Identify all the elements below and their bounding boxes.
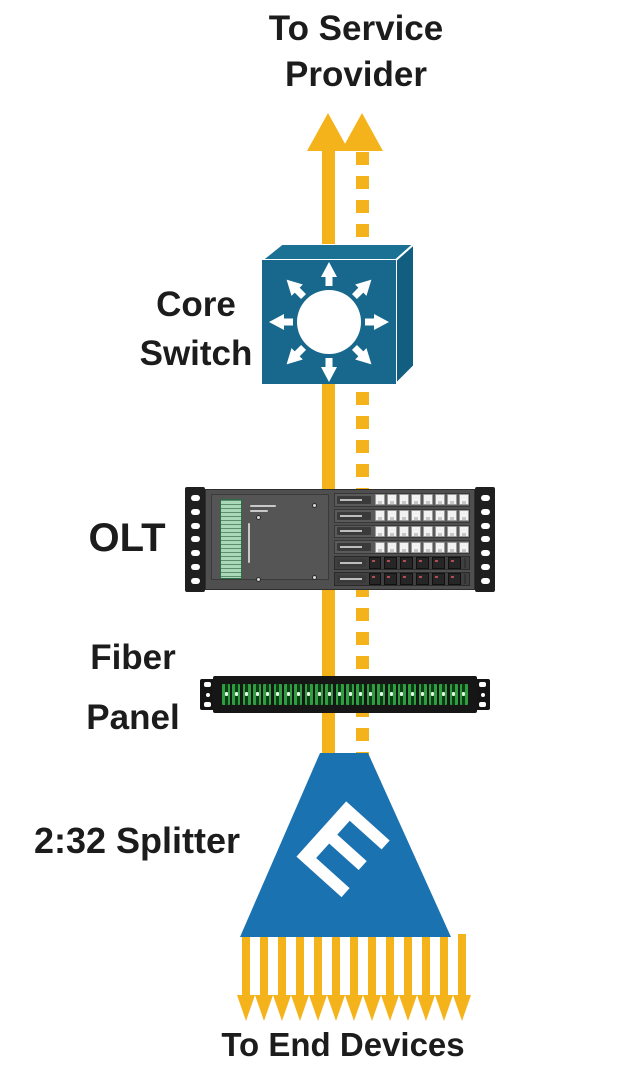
- switch-radiating-arrows-icon: [269, 262, 389, 382]
- core-switch-line1: Core: [156, 285, 236, 324]
- olt-control-module: [211, 494, 329, 582]
- switch-top-face: [262, 244, 414, 261]
- upstream-dashed-arrowhead-icon: [341, 113, 383, 151]
- fiber-panel-line2: Panel: [86, 698, 180, 737]
- olt-right-rack-ear: [475, 487, 495, 592]
- fiber-panel-ports: [213, 676, 477, 713]
- splitter-icon: E: [240, 753, 451, 937]
- olt-chassis: [205, 489, 475, 590]
- to-service-provider-label: To Service Provider: [236, 6, 476, 98]
- upstream-dashed-line: [356, 152, 369, 755]
- to-service-provider-line2: Provider: [285, 55, 427, 94]
- upstream-solid-line: [322, 149, 335, 755]
- splitter-label: 2:32 Splitter: [33, 820, 241, 861]
- olt-slot-rows: [334, 493, 470, 586]
- to-service-provider-line1: To Service: [268, 9, 444, 48]
- core-switch-line2: Switch: [139, 334, 253, 373]
- fiber-panel-image: [200, 676, 490, 713]
- core-switch-icon: [262, 244, 414, 384]
- fiber-panel-left-ear: [200, 679, 215, 710]
- olt-label: OLT: [88, 516, 166, 560]
- switch-side-face: [395, 244, 414, 384]
- fiber-panel-line1: Fiber: [90, 638, 176, 677]
- olt-left-rack-ear: [185, 487, 205, 592]
- fiber-panel-label: Fiber Panel: [33, 628, 233, 748]
- fiber-panel-right-ear: [475, 679, 490, 710]
- to-end-devices-label: To End Devices: [221, 1026, 465, 1063]
- olt-terminal-block: [220, 499, 242, 579]
- core-switch-label: Core Switch: [96, 280, 296, 378]
- splitter-trapezoid: [240, 753, 451, 937]
- fanout-arrows-icon: [237, 934, 471, 1022]
- switch-hub-circle: [297, 290, 361, 354]
- olt-device-image: [185, 487, 495, 592]
